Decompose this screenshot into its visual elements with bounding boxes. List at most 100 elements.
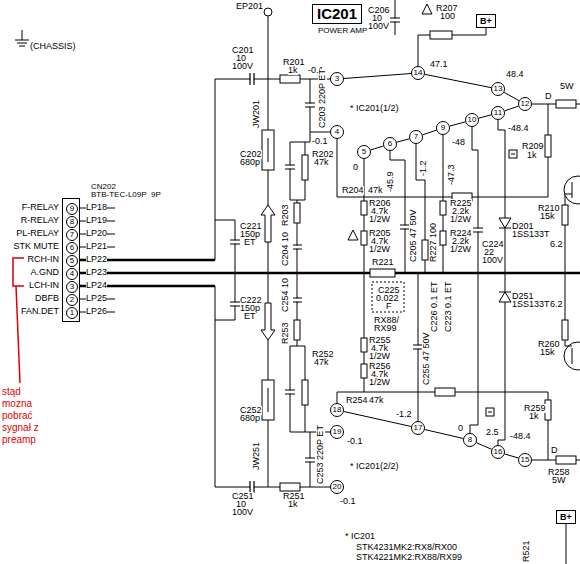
part-label: -45.9 [386, 171, 395, 192]
part-label: 47k [368, 186, 383, 195]
part-label: STK4231MK2:RX8/RX00 [356, 543, 457, 552]
ic-pin: 14 [411, 66, 425, 80]
part-label: 6.2 [550, 240, 563, 249]
part-label: 1SS133T [512, 230, 550, 239]
resistor-symbol [361, 201, 367, 215]
part-label: 1/2W [369, 245, 390, 254]
ic-pin: 13 [491, 82, 505, 96]
capacitor-symbol [476, 229, 480, 232]
part-label: R521 [522, 540, 531, 562]
capacitor-symbol [308, 459, 312, 462]
capacitor-symbol [230, 18, 483, 493]
ic-pin: 19 [330, 425, 344, 439]
pin-number: 7 [414, 133, 418, 141]
pin-number: 4 [335, 128, 339, 136]
supply-label: B+ [560, 512, 572, 522]
part-label: ET [244, 312, 256, 321]
part-label: LP20 [86, 229, 107, 238]
part-label: 15k [540, 212, 555, 221]
pin-number: 1 [70, 309, 74, 317]
part-label: -0.1 [312, 137, 328, 146]
jumper-symbol [261, 205, 275, 242]
part-label: LP19 [86, 216, 107, 225]
part-label: 5W [560, 82, 574, 91]
part-label: -0.1 [340, 497, 356, 506]
part-label: 100V [482, 256, 503, 265]
ic-pin: 3 [330, 72, 344, 86]
part-label: -48.4 [508, 124, 529, 133]
signal-name: PL-RELAY [16, 229, 59, 238]
jumper-symbol [268, 138, 269, 412]
part-label: R203 [281, 204, 290, 226]
pin-number: 12 [521, 100, 530, 108]
internal-stage-line [371, 146, 384, 150]
capacitor-symbol [230, 240, 240, 244]
part-label: LP23 [86, 268, 107, 277]
capacitor-symbol [250, 73, 254, 85]
pin-number: 8 [468, 436, 472, 444]
wire [15, 0, 580, 564]
part-label: R253 [281, 322, 290, 344]
ic-pin: 20 [330, 480, 344, 494]
wire [215, 273, 580, 564]
capacitor-symbol [251, 77, 254, 81]
pin-number: 19 [333, 428, 342, 436]
part-label: 0 [458, 424, 463, 433]
pin-number: 6 [70, 244, 74, 252]
warning-symbol [348, 4, 432, 240]
pin-number: 3 [70, 283, 74, 291]
part-label: 1k [529, 412, 539, 421]
part-label: 1k [288, 500, 298, 509]
internal-stage-line [504, 92, 519, 100]
ic-pin: 9 [436, 121, 450, 135]
connector-label: CN202 [91, 183, 116, 191]
part-label: RX99 [374, 324, 397, 333]
signal-name: STK MUTE [13, 242, 59, 251]
part-label: 1k [288, 66, 298, 75]
internal-stage-line [505, 106, 519, 111]
internal-stage-line [450, 122, 466, 126]
part-label: 1k [527, 151, 537, 160]
part-label: C253 220P ET [316, 425, 325, 484]
supply-box: B+ [476, 14, 496, 28]
ic-pin: 12 [518, 97, 532, 111]
internal-stage-line [505, 454, 519, 458]
part-label: (CHASSIS) [30, 42, 76, 51]
part-label: 1/2W [369, 378, 390, 387]
pin-number: 11 [494, 109, 502, 117]
capacitor-symbol [288, 391, 292, 394]
pin-number: 10 [468, 116, 477, 124]
jumper-symbol [261, 130, 275, 420]
resistor-symbol [562, 320, 568, 340]
resistor-symbol [556, 456, 576, 464]
capacitor-symbol [293, 298, 302, 302]
part-label: LP25 [86, 294, 107, 303]
diode-symbol [499, 218, 511, 228]
part-label: R204 [342, 186, 364, 195]
connector-pin: 7 [66, 229, 78, 241]
ic-pin: 6 [383, 137, 397, 151]
part-label: -1.2 [396, 410, 412, 419]
transistor-symbol [564, 176, 580, 370]
annotation-bracket [13, 258, 24, 383]
resistor-symbol [545, 400, 551, 420]
signal-name: F-RELAY [22, 203, 59, 212]
part-label: 1/2W [369, 352, 390, 361]
part-label: C203 220P ET [318, 69, 327, 128]
capacitor-symbol [293, 245, 302, 249]
part-label: * IC201(2/2) [350, 462, 399, 471]
resistor-symbol [562, 205, 568, 225]
part-label: 5W [552, 476, 566, 485]
ic-box: IC201POWER AMP [312, 4, 367, 35]
capacitor-symbol [295, 246, 299, 249]
ic-pin: 7 [409, 130, 423, 144]
resistor-symbol [556, 100, 576, 108]
internal-stage-line [476, 443, 491, 449]
part-label: LP26 [86, 307, 107, 316]
pin-number: 16 [494, 448, 503, 456]
part-label: 680p [240, 414, 260, 423]
terminal-symbol [488, 154, 515, 412]
ic-pin: 11 [491, 106, 505, 120]
pin-number: 9 [441, 124, 445, 132]
part-label: R209 [522, 142, 544, 151]
